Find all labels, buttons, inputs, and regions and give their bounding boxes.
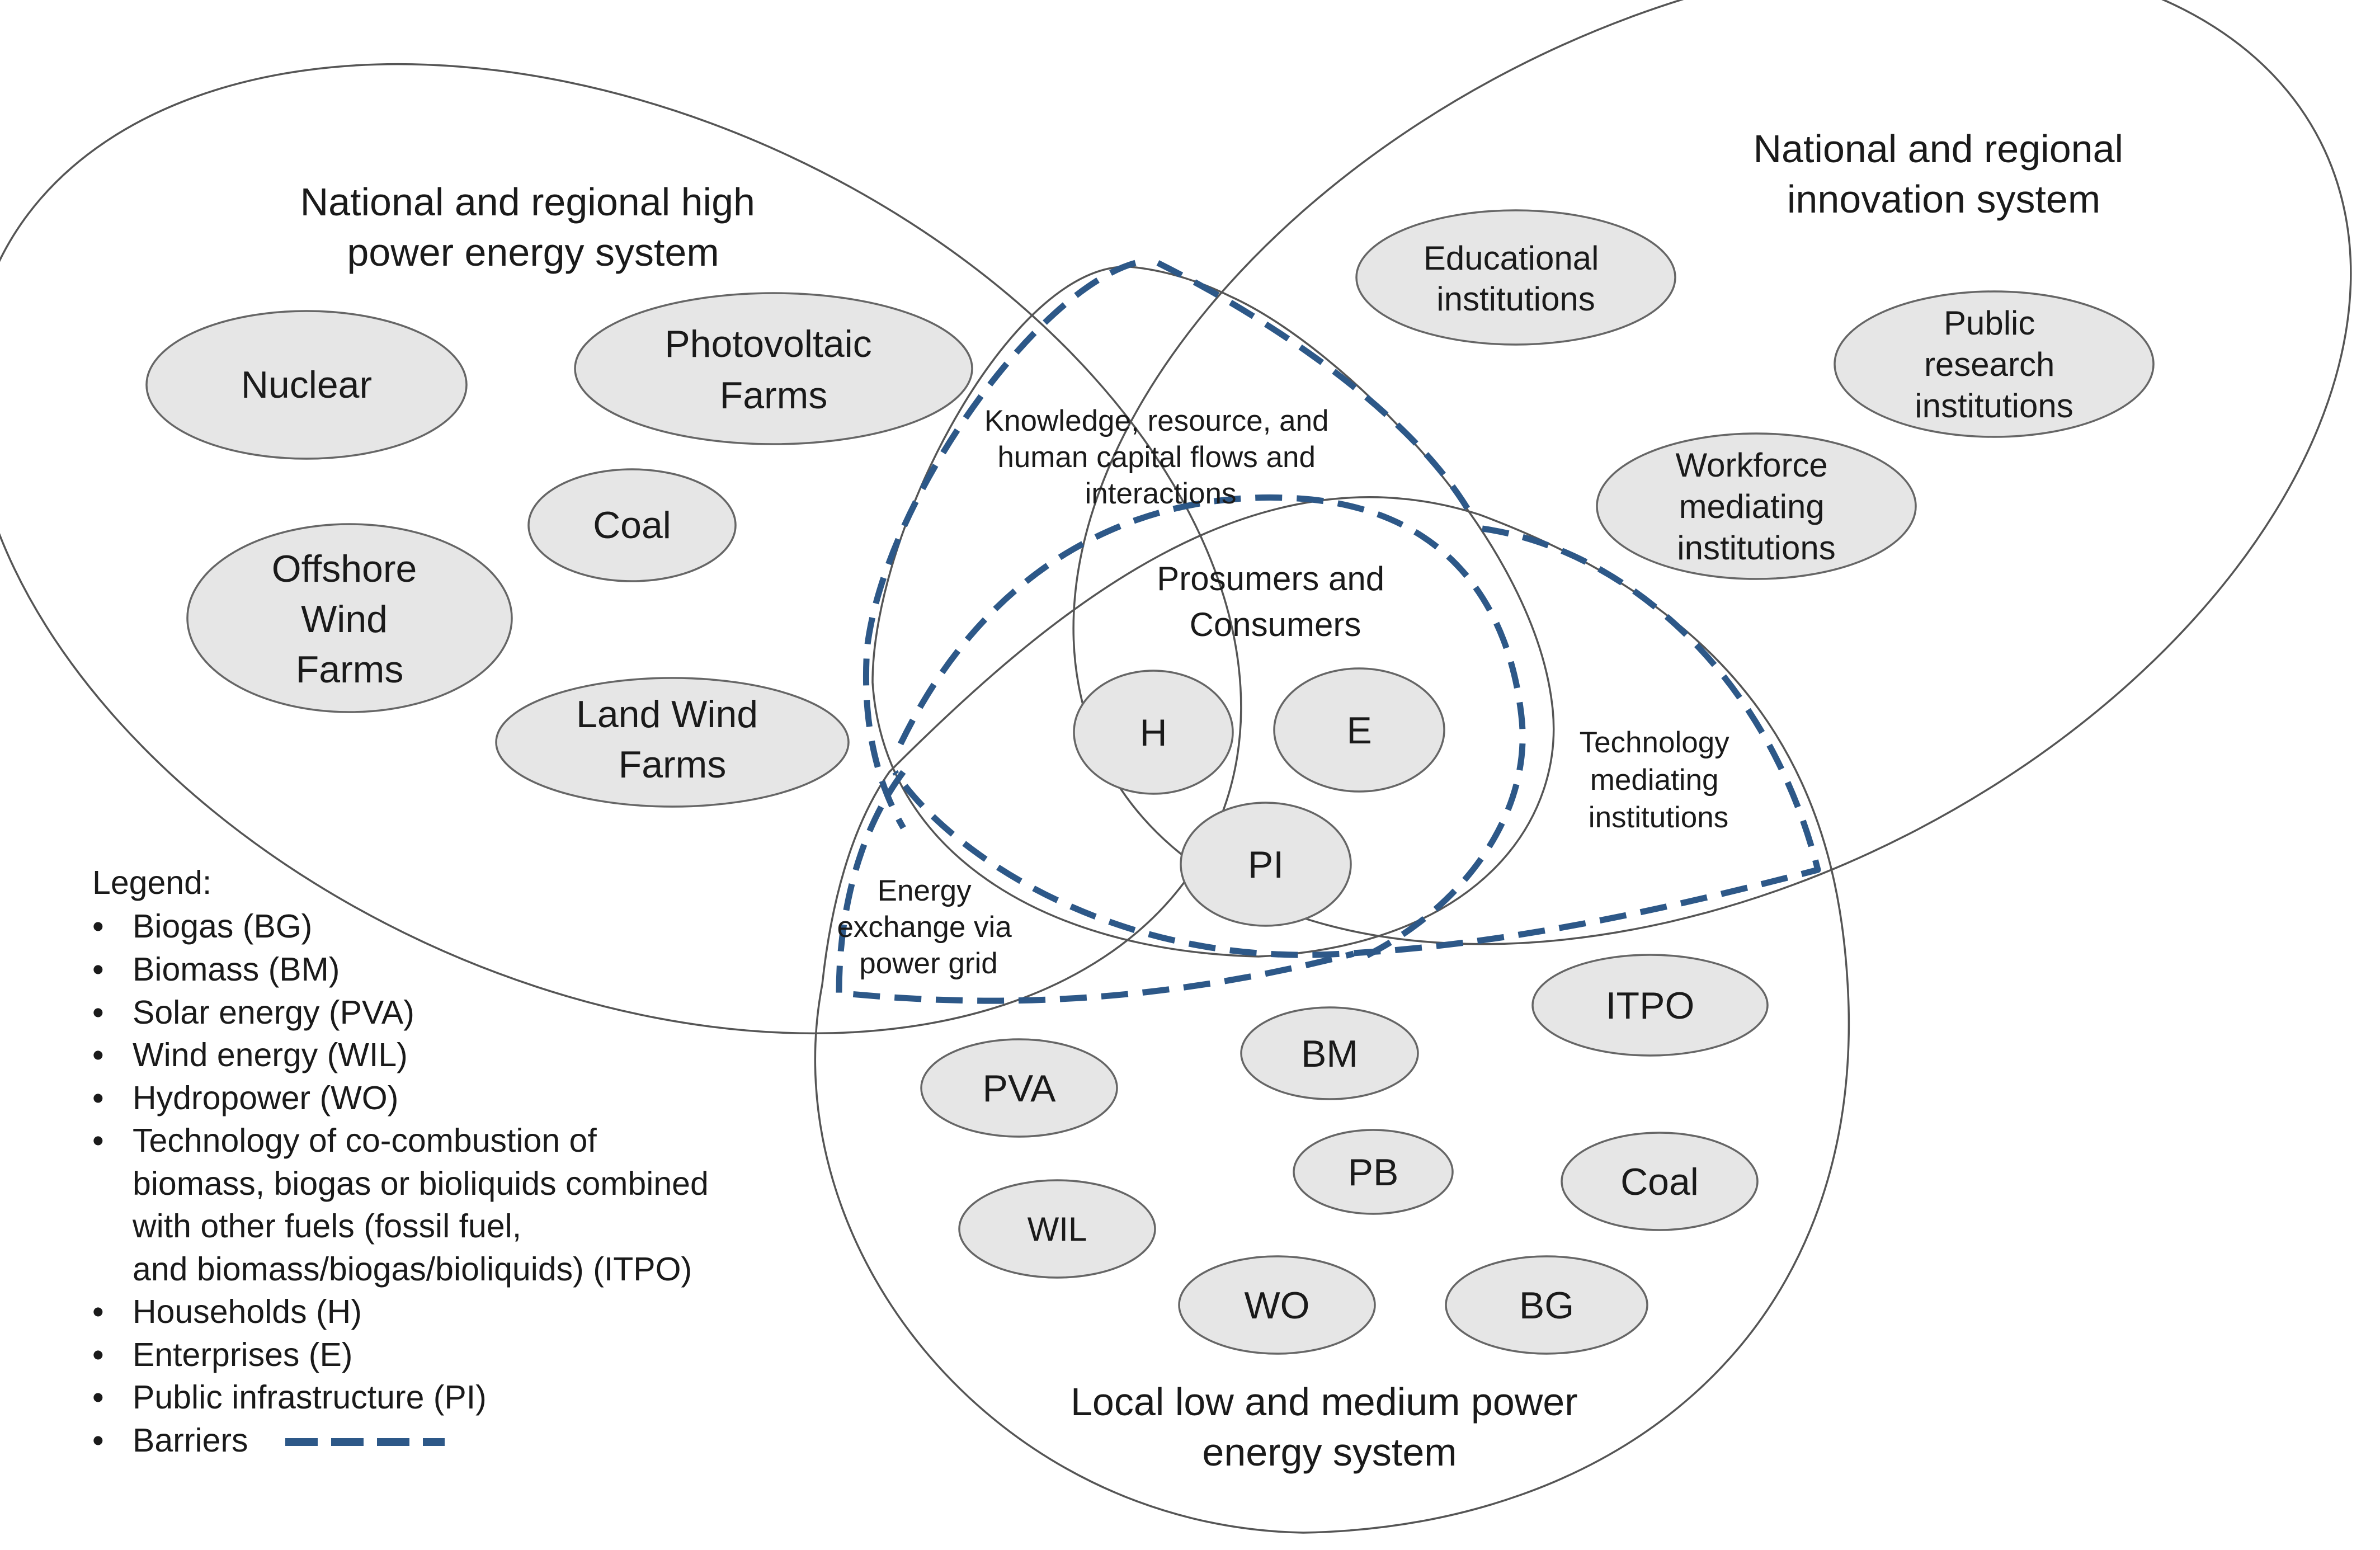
- pva-label: PVA: [982, 1067, 1056, 1110]
- educational-institutions-node: [1355, 209, 1676, 346]
- legend-text: Wind energy (WIL): [133, 1037, 408, 1073]
- legend-bullet: •: [92, 1080, 104, 1116]
- public-infrastructure-label: PI: [1248, 844, 1284, 886]
- legend-text: Biomass (BM): [133, 951, 340, 988]
- coal-local-label: Coal: [1620, 1161, 1699, 1203]
- itpo-node: [1531, 954, 1769, 1057]
- pb-label: PB: [1348, 1151, 1399, 1194]
- legend-bullet: •: [92, 908, 104, 945]
- barrier-technology-zone: [892, 525, 1821, 958]
- legend-item: • Households (H): [92, 1293, 362, 1330]
- legend-bullet: •: [92, 1422, 104, 1459]
- legend-item: • Public infrastructure (PI): [92, 1379, 487, 1416]
- legend-text: Biogas (BG): [133, 908, 312, 945]
- bg-node: [1445, 1255, 1648, 1355]
- public-research-institutions-label: Public research institutions: [1915, 304, 2073, 425]
- coal-local-node: [1561, 1132, 1759, 1231]
- workforce-mediating-institutions-label: Workforce mediating institutions: [1676, 446, 1837, 567]
- coal-national-node: [527, 468, 737, 582]
- legend-text: Public infrastructure (PI): [133, 1379, 487, 1416]
- bg-label: BG: [1519, 1284, 1574, 1327]
- land-wind-farms-label: Land Wind Farms: [576, 693, 769, 786]
- pb-node: [1293, 1129, 1454, 1215]
- legend-title: Legend:: [92, 864, 211, 901]
- barrier-knowledge-zone: [863, 260, 1474, 830]
- legend-item: • Biogas (BG): [92, 908, 312, 945]
- offshore-wind-farms-node: [186, 523, 513, 713]
- legend-bullet: •: [92, 1336, 104, 1373]
- legend-bullet: •: [92, 951, 104, 988]
- legend-item: • Hydropower (WO): [92, 1080, 398, 1116]
- legend-item: • Solar energy (PVA): [92, 994, 414, 1031]
- nuclear-node: [145, 310, 468, 460]
- barrier-prosumers-zone: [898, 494, 1526, 959]
- prosumers-consumers-title: Prosumers and Consumers: [1157, 560, 1394, 643]
- legend-items: • Biogas (BG) • Biomass (BM) • Solar ene…: [92, 908, 718, 1459]
- prosumers-inner-outline: [871, 266, 1555, 958]
- legend-bullet: •: [92, 1122, 104, 1159]
- legend-text: Technology of co-combustion of biomass, …: [132, 1122, 718, 1288]
- barrier-energy-exchange-zone: [836, 770, 1355, 1004]
- public-research-institutions-node: [1834, 290, 2155, 438]
- legend-text: Solar energy (PVA): [133, 994, 414, 1031]
- legend-item: • Wind energy (WIL): [92, 1037, 408, 1073]
- enterprises-label: E: [1346, 709, 1372, 752]
- legend-text: Enterprises (E): [133, 1336, 352, 1373]
- wo-label: WO: [1244, 1284, 1309, 1327]
- technology-mediating-label: Technology mediating institutions: [1580, 726, 1738, 834]
- bm-label: BM: [1301, 1033, 1358, 1075]
- workforce-mediating-institutions-node: [1596, 432, 1917, 580]
- local-system-title: Local low and medium power energy system: [1071, 1380, 1589, 1474]
- coal-national-label: Coal: [593, 504, 671, 546]
- legend-bullet: •: [92, 994, 104, 1031]
- bm-node: [1240, 1006, 1419, 1100]
- photovoltaic-farms-label: Photovoltaic Farms: [664, 323, 882, 417]
- legend-text: Households (H): [133, 1293, 362, 1330]
- offshore-wind-farms-label: Offshore Wind Farms: [272, 548, 427, 691]
- itpo-label: ITPO: [1606, 984, 1695, 1027]
- wil-label: WIL: [1028, 1210, 1087, 1248]
- land-wind-farms-node: [495, 677, 850, 808]
- legend-item: • Biomass (BM): [92, 951, 340, 988]
- legend-text: Barriers: [133, 1422, 248, 1459]
- energy-exchange-label: Energy exchange via power grid: [837, 874, 1020, 980]
- educational-institutions-label: Educational institutions: [1424, 239, 1608, 318]
- nuclear-label: Nuclear: [241, 364, 372, 406]
- local-system-outline: [814, 496, 1850, 1534]
- legend-item: • Technology of co-combustion of biomass…: [92, 1122, 718, 1288]
- photovoltaic-farms-node: [574, 292, 973, 445]
- pva-node: [920, 1038, 1118, 1138]
- legend: Legend: • Biogas (BG) • Biomass (BM) • S…: [92, 864, 718, 1459]
- knowledge-flows-label: Knowledge, resource, and human capital f…: [984, 404, 1337, 510]
- high-power-system-title: National and regional high power energy …: [300, 180, 766, 274]
- wo-node: [1178, 1255, 1376, 1355]
- wil-node: [958, 1179, 1156, 1279]
- public-infrastructure-node: [1180, 802, 1352, 927]
- legend-bullet: •: [92, 1293, 104, 1330]
- legend-item: • Barriers: [92, 1422, 445, 1459]
- legend-bullet: •: [92, 1379, 104, 1416]
- households-node: [1073, 670, 1234, 795]
- households-label: H: [1139, 712, 1167, 754]
- innovation-system-title: National and regional innovation system: [1753, 127, 2134, 221]
- enterprises-node: [1273, 667, 1445, 793]
- legend-bullet: •: [92, 1037, 104, 1073]
- legend-item: • Enterprises (E): [92, 1336, 352, 1373]
- legend-text: Hydropower (WO): [133, 1080, 398, 1116]
